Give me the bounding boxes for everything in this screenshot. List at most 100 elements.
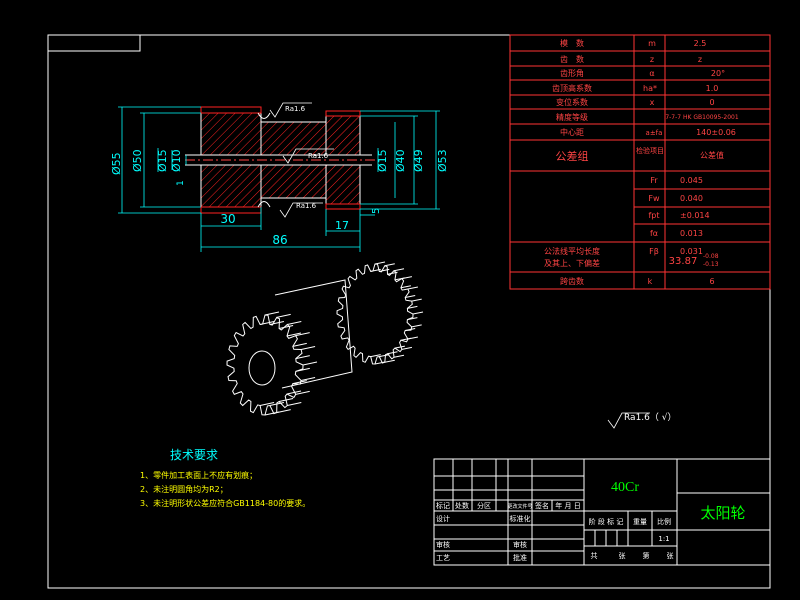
dim-len5: 5	[371, 208, 382, 214]
hdr-cell-2: 分区	[477, 501, 491, 510]
tol-symbol-1: Fw	[648, 194, 660, 203]
gear-face-line	[269, 402, 285, 406]
param-symbol-3: ha*	[643, 84, 657, 93]
param-value-4: 0	[709, 98, 714, 107]
mid-row-2: 审核	[513, 540, 527, 549]
gear-face-line	[292, 380, 307, 385]
span-label-line1: 公法线平均长度	[544, 246, 600, 256]
gear-face-line	[276, 409, 291, 414]
param-symbol-6: a±fa	[646, 129, 663, 137]
dimension-texts: Ø55 Ø50 Ø15 Ø10 Ø15 Ø40 Ø49 Ø53 86 30 17…	[110, 149, 449, 247]
gear-face-line	[379, 354, 390, 358]
tech-req-item-2: 2、未注明圆角均为R2；	[140, 484, 228, 494]
dim-len17: 17	[335, 219, 349, 232]
left-row-0: 设计	[436, 514, 450, 523]
gear-shaft	[274, 279, 353, 389]
gear-face-line	[405, 328, 416, 331]
scale-value: 1:1	[658, 535, 669, 543]
roughness-marks	[269, 102, 334, 218]
tol-value-3: 0.013	[680, 229, 703, 238]
gear-face-line	[387, 271, 398, 275]
dim-1: 1	[176, 180, 186, 186]
hdr-cell-3: 更改文件号	[507, 503, 532, 510]
gear-face-line	[286, 390, 302, 395]
tol-symbol-2: fpt	[648, 211, 659, 220]
left-row-3: 工艺	[436, 554, 450, 562]
param-value-6: 140±0.06	[696, 128, 736, 137]
tol-symbol-4: Fβ	[649, 247, 659, 256]
title-block-text: 40Cr 太阳轮 标记 处数 分区 更改文件号 签名 年 月 日 设计 审核 工…	[436, 480, 746, 562]
weight-label: 重量	[633, 518, 647, 526]
dim-d15r: Ø15	[376, 149, 389, 172]
hdr-cell-0: 标记	[436, 501, 450, 510]
param-value-3: 1.0	[706, 84, 719, 93]
gear-face-line	[401, 276, 412, 280]
gear-face-line	[405, 295, 416, 298]
gear-face-line	[370, 354, 381, 358]
gear-face-line	[379, 268, 390, 272]
param-symbol-2: α	[649, 69, 654, 78]
scale-label: 比例	[657, 517, 671, 526]
gear-tooth-profile	[226, 314, 304, 416]
tol-group-label: 公差组	[556, 149, 589, 163]
ra-top: Ra1.6	[285, 105, 306, 113]
gear-face-line	[393, 354, 405, 358]
param-value-0: 2.5	[694, 39, 707, 48]
dim-d50: Ø50	[131, 149, 144, 172]
param-name-0: 模 数	[560, 38, 584, 48]
material-text: 40Cr	[611, 480, 639, 495]
tol-symbol-3: fα	[650, 229, 658, 238]
stage-label: 阶 段 标 记	[589, 517, 624, 526]
gear-bore	[248, 350, 276, 386]
gear-face-line	[259, 402, 275, 406]
params-table-text: 模 数 m 2.5 齿 数 z z 齿形角 α 20° 齿顶高系数 ha* 1.…	[544, 38, 739, 286]
gear-face-line	[278, 325, 294, 329]
gear-face-line	[374, 361, 386, 365]
gear-face-line	[400, 337, 411, 341]
gear-face-line	[302, 361, 318, 366]
top-left-tag-box	[47, 34, 141, 52]
gear-face-line	[287, 321, 302, 325]
tol-sub-header: 检验项目	[636, 146, 664, 155]
hdr-cell-4: 签名	[535, 501, 549, 510]
gear-face-line	[295, 355, 310, 360]
param-symbol-4: x	[650, 98, 655, 107]
gear-rear	[336, 261, 424, 365]
gear-face-line	[384, 359, 395, 363]
gear-face-line	[411, 324, 422, 328]
tech-req-item-1: 1、零件加工表面上不应有划痕；	[140, 470, 257, 480]
gear-front	[226, 311, 318, 416]
gear-face-line	[295, 332, 310, 337]
dim-d53: Ø53	[436, 149, 449, 172]
gear-face-line	[259, 321, 275, 325]
roughness-texts: Ra1.6 Ra1.6 Ra1.6	[285, 105, 329, 210]
gear-face-line	[300, 377, 316, 381]
gear-face-line	[407, 305, 418, 309]
param-name-5: 精度等级	[556, 112, 588, 122]
gear-face-line	[370, 268, 381, 272]
part-name-text: 太阳轮	[700, 504, 745, 522]
param-symbol-1: z	[650, 55, 654, 64]
dim-d40: Ø40	[394, 149, 407, 172]
param-name-1: 齿 数	[560, 54, 584, 64]
param-name-3: 齿顶高系数	[552, 83, 592, 93]
gear-face-line	[264, 411, 280, 416]
last-row-value: 6	[709, 277, 714, 286]
span-dev-upper: -0.08	[703, 253, 719, 260]
gear-face-line	[295, 367, 310, 372]
gear-face-line	[384, 263, 395, 267]
tol-symbol-0: Fr	[650, 176, 658, 185]
sheet-2: 第	[643, 551, 650, 560]
gear-face-line	[278, 398, 294, 402]
roughness-note: Ra1.6（ √）	[607, 412, 676, 429]
left-row-2: 审核	[436, 540, 450, 549]
params-table	[509, 34, 771, 290]
mid-row-0: 标准化	[510, 514, 531, 523]
dimension-lines	[118, 106, 440, 252]
gear-face-line	[400, 285, 411, 289]
dim-d15: Ø15	[156, 149, 169, 172]
param-value-5: 7-7-7 HK GB10095-2001	[665, 114, 739, 121]
ra-mid: Ra1.6	[308, 152, 329, 160]
gear-face-line	[412, 311, 424, 315]
